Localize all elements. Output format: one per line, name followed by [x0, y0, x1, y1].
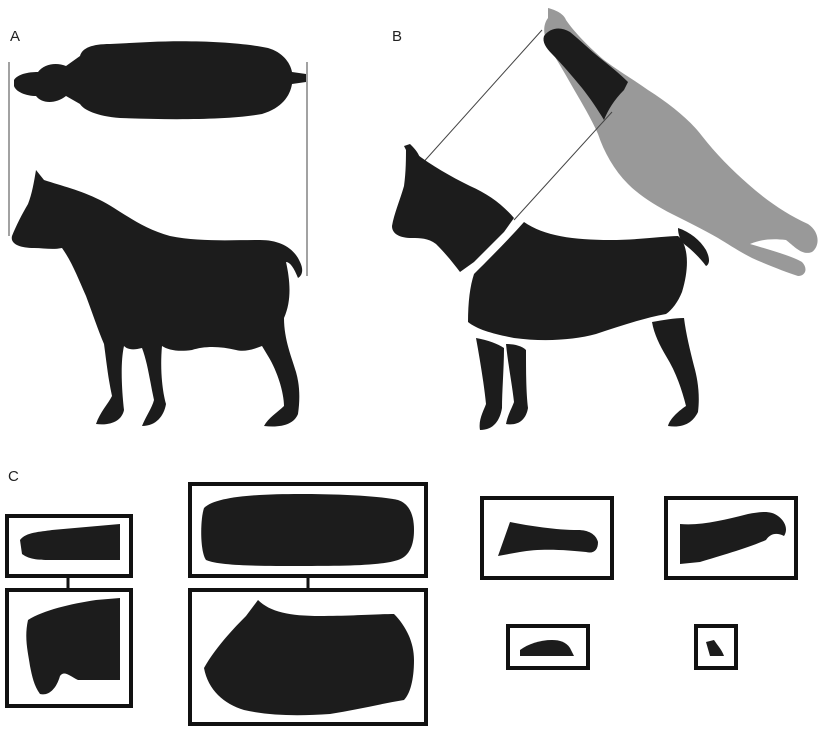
shape-front-leg — [498, 522, 598, 556]
horse-top-view — [14, 41, 306, 119]
panel-c — [7, 484, 796, 724]
panel-label-c: C — [8, 468, 19, 485]
projection-line-2 — [514, 112, 612, 220]
shape-body-top — [201, 494, 414, 566]
horse-side-view-a — [12, 170, 302, 427]
shape-hind-leg — [680, 512, 786, 564]
shape-neck-side — [26, 598, 120, 694]
horse-segment-hind-leg — [652, 318, 699, 426]
horse-segment-front-leg-2 — [506, 344, 528, 424]
projection-line-1 — [420, 30, 542, 166]
panel-label-b: B — [392, 28, 402, 45]
panel-b — [392, 8, 818, 430]
horse-segment-front-leg — [476, 338, 504, 430]
shape-neck-top — [20, 524, 120, 560]
panel-label-a: A — [10, 28, 20, 45]
shape-foot — [520, 640, 574, 656]
shape-hoof — [706, 640, 724, 656]
panel-a — [9, 41, 307, 426]
shape-body-side — [204, 600, 414, 715]
